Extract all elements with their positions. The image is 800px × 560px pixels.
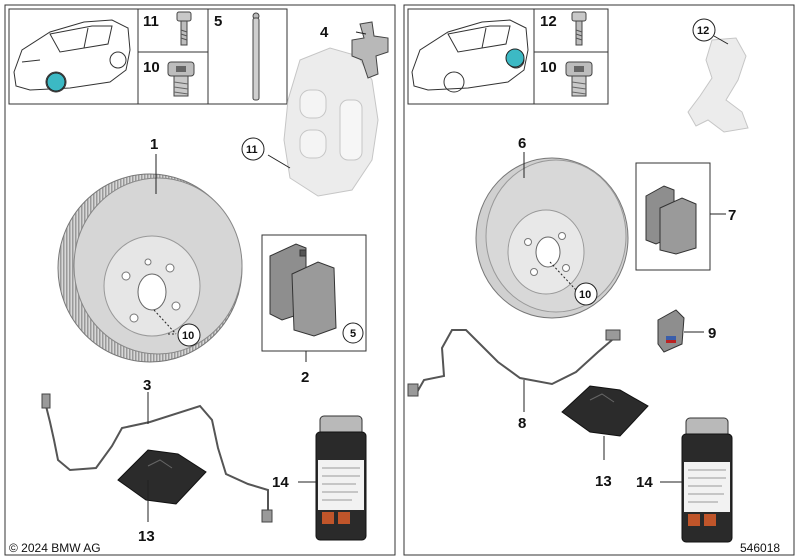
callout-1: 1	[150, 136, 158, 153]
cell-label-12: 12	[540, 13, 557, 30]
callout-9: 9	[708, 325, 716, 342]
cell-label-10: 10	[143, 59, 160, 76]
callout-7: 7	[728, 207, 736, 224]
brake-caliper-ghost	[283, 47, 379, 197]
bolt-icon	[176, 11, 192, 46]
callout-10: 10	[579, 289, 591, 301]
vehicle-icon	[13, 19, 131, 93]
front-axle-marker	[46, 72, 66, 92]
right-header-box	[407, 8, 609, 105]
front-brake-disc	[57, 173, 243, 363]
caliper-carrier-ghost	[687, 37, 749, 133]
rear-brake-pad-set	[645, 185, 697, 255]
plug-screw-icon	[167, 61, 195, 97]
right-panel: 12 10 12	[403, 4, 795, 556]
left-header-box	[8, 8, 288, 105]
cell-label-10: 10	[540, 59, 557, 76]
cell-label-5: 5	[214, 13, 222, 30]
right-callout-lines	[523, 152, 726, 483]
callout-13: 13	[138, 528, 155, 545]
callout-2: 2	[301, 369, 309, 386]
callout-8: 8	[518, 415, 526, 432]
rear-brake-disc	[475, 157, 629, 319]
brake-cleaner-can	[315, 415, 367, 541]
rear-axle-marker	[505, 48, 525, 68]
wear-sensor-rear	[407, 329, 621, 397]
cell-label-11: 11	[143, 13, 159, 30]
callout-10: 10	[182, 330, 194, 342]
bolt-icon	[571, 11, 587, 46]
left-panel: 11 10 5	[4, 4, 396, 556]
pad-set-box	[261, 234, 367, 352]
wear-sensor-front	[41, 393, 273, 523]
callout-13: 13	[595, 473, 612, 490]
copyright: © 2024 BMW AG	[9, 541, 101, 555]
callout-4: 4	[320, 24, 329, 41]
callout-3: 3	[143, 377, 151, 394]
brake-pad-set	[269, 243, 337, 337]
callout-14: 14	[636, 474, 653, 491]
left-callout-lines	[147, 31, 367, 522]
guide-pin-icon	[252, 12, 260, 101]
anti-rattle-spring	[351, 21, 389, 79]
grease-sachet	[561, 385, 649, 437]
grease-sachet	[117, 449, 207, 505]
callout-5: 5	[350, 328, 356, 340]
callout-12-line	[713, 35, 729, 45]
sensor-bracket	[657, 309, 685, 353]
callout-11: 11	[246, 144, 258, 156]
callout-12: 12	[697, 25, 709, 37]
plug-screw-icon	[565, 61, 593, 97]
callout-6: 6	[518, 135, 526, 152]
rear-pad-set-box	[635, 162, 711, 271]
callout-14: 14	[272, 474, 289, 491]
brake-cleaner-can	[681, 417, 733, 543]
diagram-number: 546018	[740, 541, 780, 555]
